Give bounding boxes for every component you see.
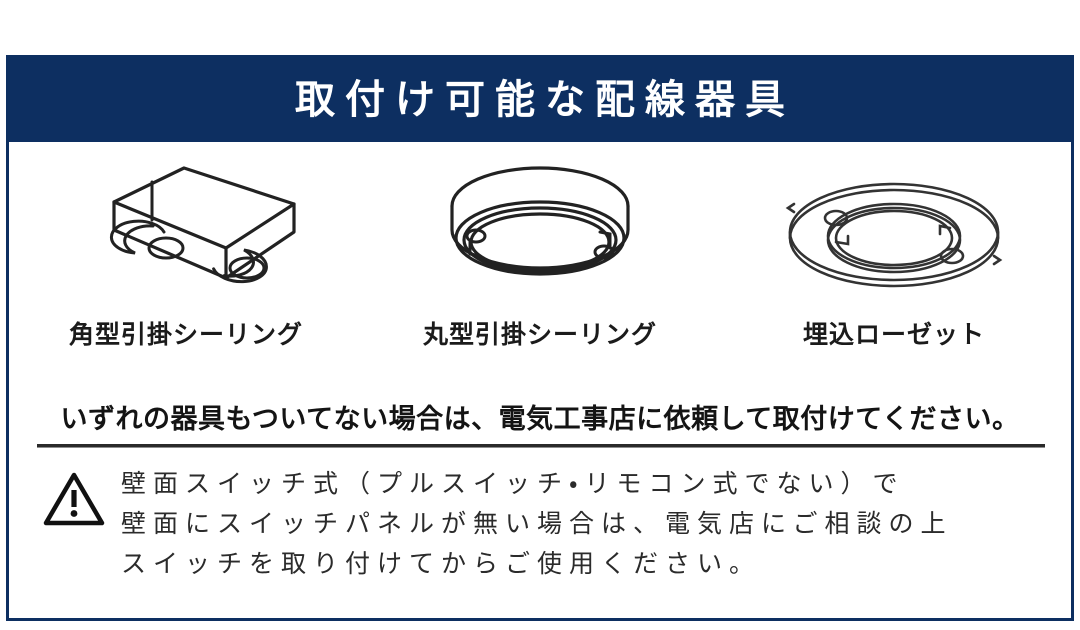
flush-mount-rosette-icon [785, 182, 1003, 288]
caution-line: 壁面にスイッチパネルが無い場合は、電気店にご相談の上 [121, 509, 953, 538]
fixture-label: 角型引掛シーリング [68, 320, 303, 349]
caution-line: 壁面スイッチ式（プルスイッチ・リモコン式でない）で [121, 469, 905, 498]
lead-instruction-text: いずれの器具もついてない場合は、電気工事店に依頼して取付けてください。 [60, 404, 1020, 435]
bordered-panel: 取付け可能な配線器具 [6, 55, 1074, 621]
page-title: 取付け可能な配線器具 [295, 77, 795, 123]
header-bar: 取付け可能な配線器具 [9, 58, 1071, 142]
fixture-label: 埋込ローゼット [802, 320, 985, 349]
round-hook-ceiling-icon [450, 166, 630, 276]
lead-instruction: いずれの器具もついてない場合は、電気工事店に依頼して取付けてください。 [9, 397, 1071, 436]
caution-block: 壁面スイッチ式（プルスイッチ・リモコン式でない）で 壁面にスイッチパネルが無い場… [37, 464, 1051, 584]
square-hook-ceiling-icon [109, 166, 296, 284]
fixture-item-square-hook-ceiling: 角型引掛シーリング [26, 156, 346, 351]
fixture-item-round-hook-ceiling: 丸型引掛シーリング [380, 156, 700, 351]
caution-text-lines: 壁面スイッチ式（プルスイッチ・リモコン式でない）で 壁面にスイッチパネルが無い場… [121, 464, 1051, 584]
warning-triangle-icon [43, 472, 105, 526]
caution-line: スイッチを取り付けてからご使用ください。 [121, 549, 762, 578]
fixture-label: 丸型引掛シーリング [422, 320, 657, 349]
fixture-item-flush-mount-rosette: 埋込ローゼット [734, 156, 1054, 351]
fixture-list: 角型引掛シーリング [9, 156, 1071, 351]
panel-body: 角型引掛シーリング [9, 142, 1071, 618]
divider-rule [37, 444, 1045, 448]
